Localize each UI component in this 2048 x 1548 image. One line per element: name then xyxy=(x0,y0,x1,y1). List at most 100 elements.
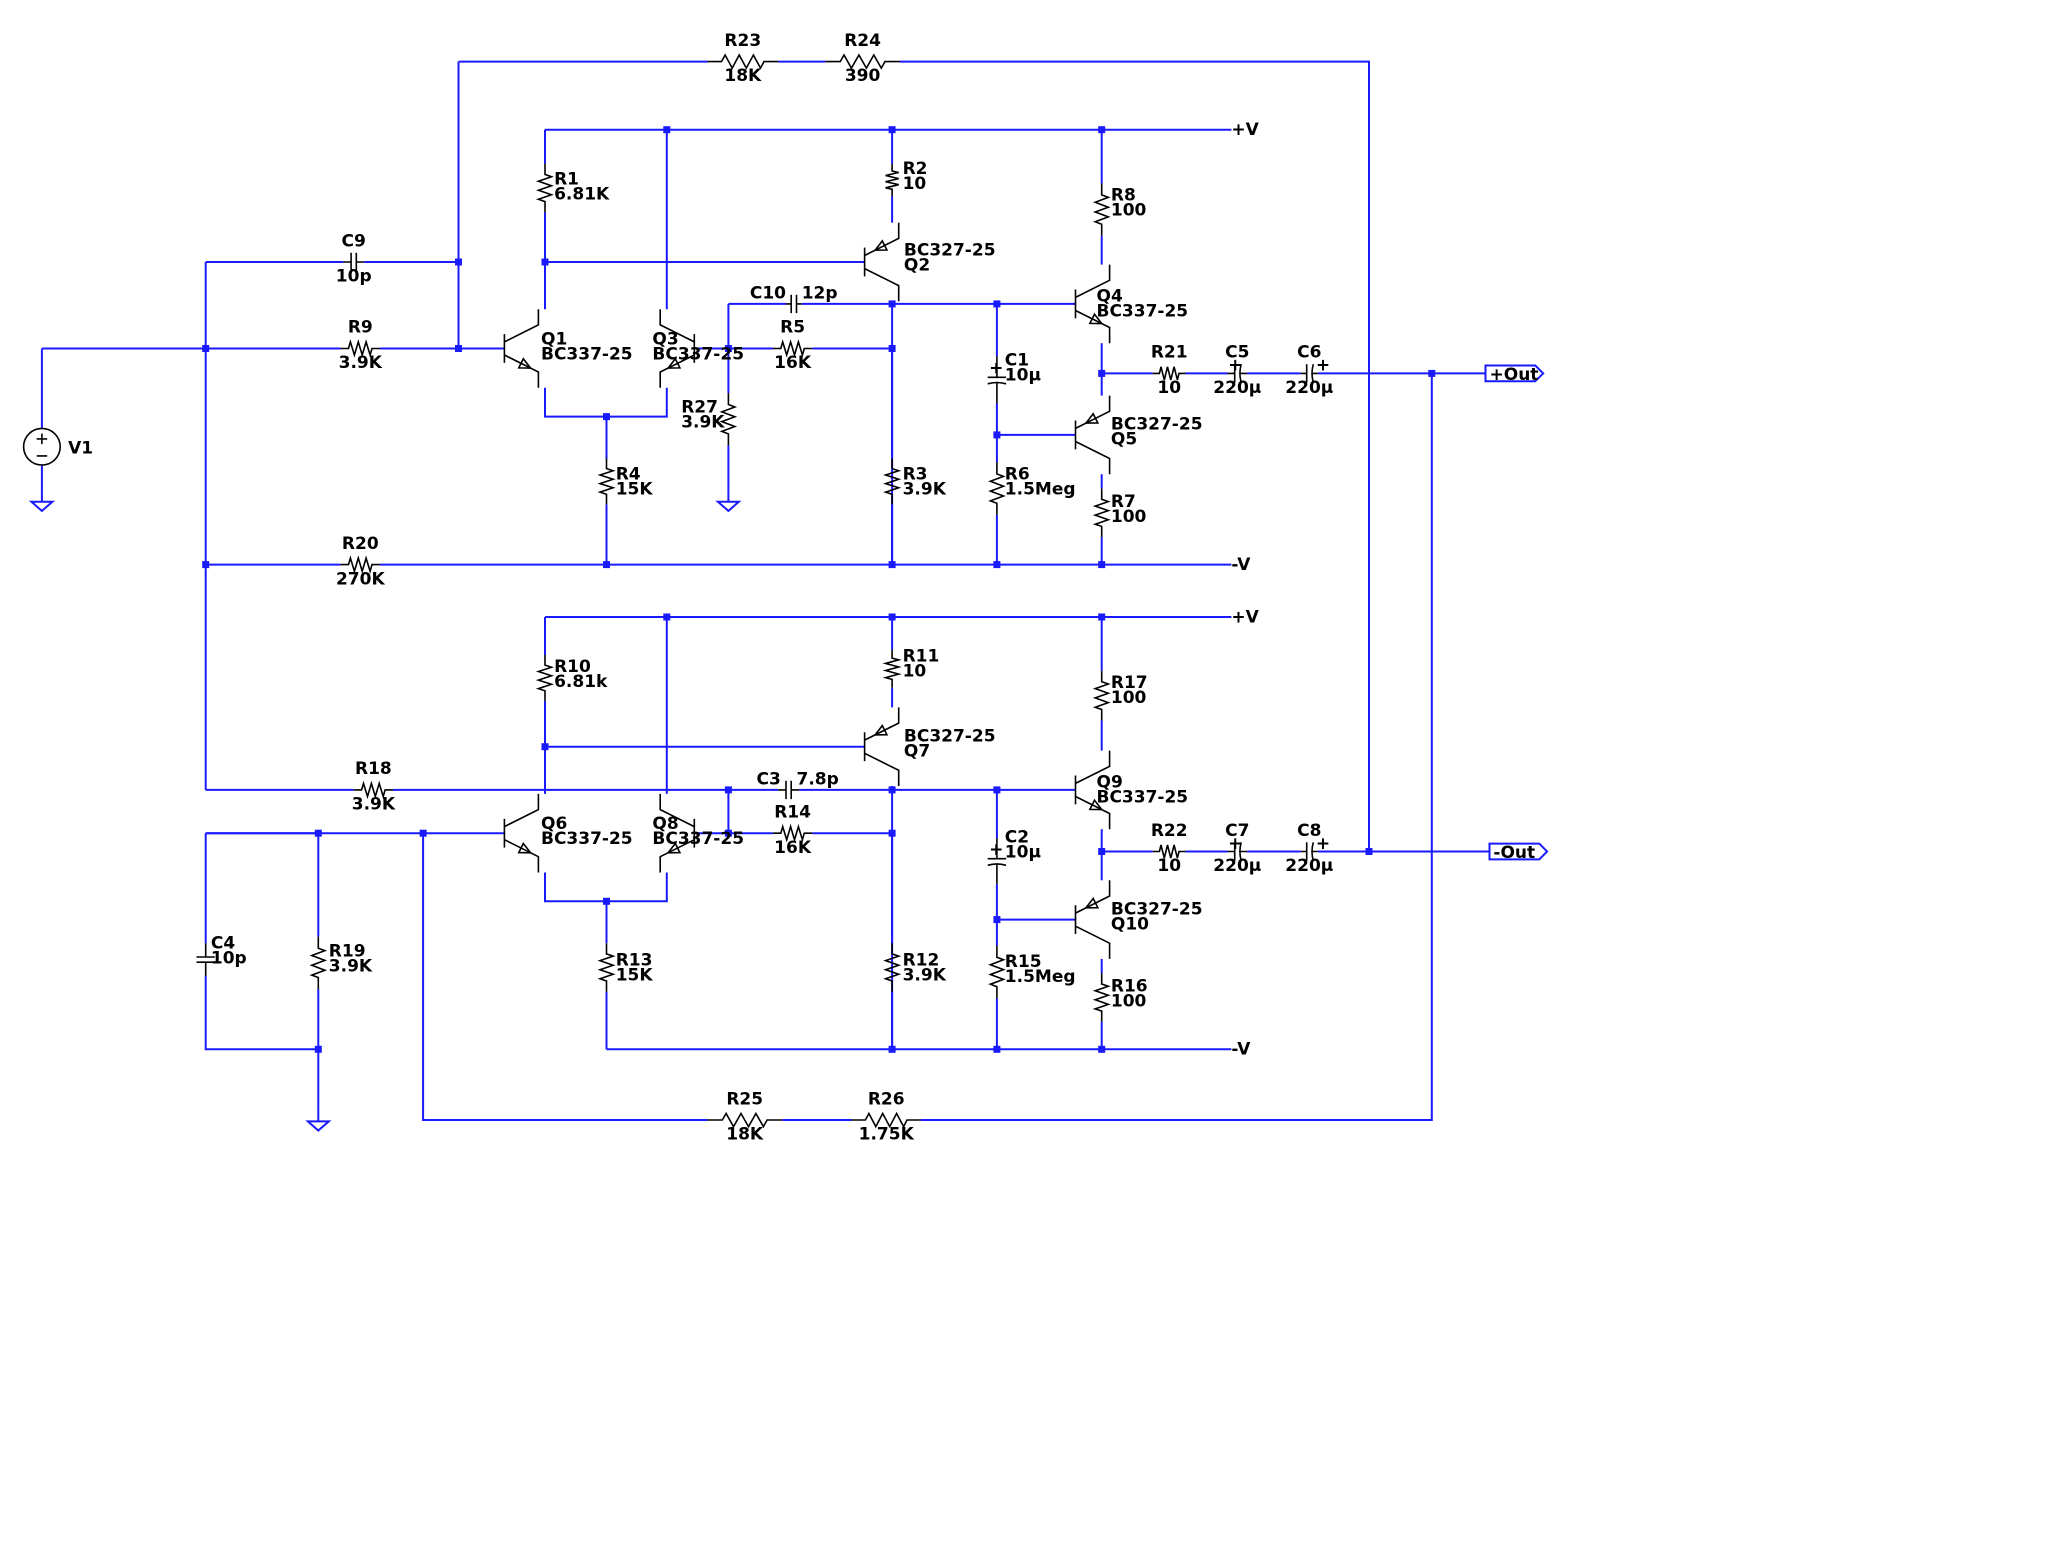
diff-tail-top xyxy=(544,387,668,418)
resistor-r20-ref: R20 xyxy=(342,534,379,554)
junction-dot xyxy=(993,916,1001,924)
resistor-r19-ref: R19 xyxy=(329,941,366,961)
resistor-r8-value: 100 xyxy=(1111,200,1147,220)
ground-symbol xyxy=(28,491,56,513)
transistor-q4-ref: Q4 xyxy=(1097,286,1123,306)
junction-dot xyxy=(888,345,896,352)
junction-dot xyxy=(314,829,322,837)
resistor-r2-ref: R2 xyxy=(903,159,928,179)
junction-dot xyxy=(888,613,896,621)
transistor-q8-model: BC337-25 xyxy=(652,829,744,849)
capacitor-c3-value: 7.8p xyxy=(797,770,839,790)
resistor-r25-ref: R25 xyxy=(726,1089,763,1109)
capacitor-c4-ref: C4 xyxy=(211,933,235,953)
resistor-r20: R20 270K xyxy=(336,534,385,589)
resistor-r4-value: 15K xyxy=(616,480,654,500)
resistor-r12-ref: R12 xyxy=(903,951,940,971)
junction-dot xyxy=(888,561,896,569)
junction-dot xyxy=(888,300,896,308)
resistor-r10-ref: R10 xyxy=(554,657,591,677)
out-pos-port-shape xyxy=(1484,364,1545,383)
resistor-r3: R33.9K xyxy=(883,458,947,505)
resistor-r7-value: 100 xyxy=(1111,507,1147,527)
resistor-r26-ref: R26 xyxy=(868,1089,905,1109)
resistor-r11-ref: R11 xyxy=(903,647,940,667)
junction-dot xyxy=(314,1045,322,1053)
resistor-r4-ref: R4 xyxy=(616,465,641,485)
resistor-r27-ref: R27 xyxy=(681,398,718,418)
resistor-r15-ref: R15 xyxy=(1005,952,1042,972)
capacitor-c10-value: 12p xyxy=(802,284,838,304)
resistor-r22-value: 10 xyxy=(1157,856,1181,876)
resistor-r19-value: 3.9K xyxy=(329,956,373,976)
junction-dot xyxy=(888,126,896,134)
resistor-r18-value: 3.9K xyxy=(352,795,396,815)
junction-dot xyxy=(1365,848,1373,855)
resistor-r14-value: 16K xyxy=(774,838,812,858)
resistor-r16-value: 100 xyxy=(1111,992,1147,1012)
resistor-r11-value: 10 xyxy=(903,662,927,682)
transistor-q9-model: BC337-25 xyxy=(1097,787,1189,807)
resistor-r23-value: 18K xyxy=(724,66,762,86)
resistor-r9-ref: R9 xyxy=(348,318,373,338)
resistor-r14-ref: R14 xyxy=(774,802,811,822)
resistor-r5-value: 16K xyxy=(774,353,812,373)
capacitor-c7-value: 220µ xyxy=(1213,856,1261,876)
junction-dot xyxy=(888,786,896,794)
junction-dot xyxy=(603,561,610,569)
transistor-q10-ref: Q10 xyxy=(1111,914,1149,934)
junction-dot xyxy=(993,300,1001,308)
c4-bottom xyxy=(204,976,319,1051)
capacitor-c6-ref: C6 xyxy=(1297,343,1321,363)
resistor-r9-value: 3.9K xyxy=(339,353,383,373)
resistor-r20-value: 270K xyxy=(336,569,385,589)
transistor-q1-model: BC337-25 xyxy=(541,345,633,365)
junction-dot xyxy=(603,897,610,905)
resistor-r17-ref: R17 xyxy=(1111,673,1148,693)
resistor-r14: R14 16K xyxy=(772,802,813,858)
resistor-r1-ref: R1 xyxy=(554,170,579,190)
junction-dot xyxy=(1098,1045,1106,1053)
transistor-q6-ref: Q6 xyxy=(541,814,567,834)
diff-tail-bottom xyxy=(544,872,668,903)
capacitor-c4-value: 10p xyxy=(211,948,247,968)
capacitor-c9-value: 10p xyxy=(336,267,372,287)
pos-rail-label-top: +V xyxy=(1231,120,1259,140)
junctions xyxy=(202,126,1436,1053)
transistor-q3-ref: Q3 xyxy=(652,330,678,350)
junction-dot xyxy=(724,786,732,794)
junction-dot xyxy=(603,413,610,421)
capacitor-c8-value: 220µ xyxy=(1285,856,1333,876)
transistor-q7-model: BC327-25 xyxy=(904,727,996,747)
resistor-r10-value: 6.81k xyxy=(554,672,608,692)
resistor-r1-value: 6.81K xyxy=(554,185,610,205)
transistor-q7-ref: Q7 xyxy=(904,742,930,762)
capacitor-c8-ref: C8 xyxy=(1297,821,1321,841)
junction-dot xyxy=(1098,126,1106,134)
transistor-q8-ref: Q8 xyxy=(652,814,678,834)
neg-rail-label-bottom: -V xyxy=(1231,1040,1251,1060)
out-neg-port-label: -Out xyxy=(1493,843,1535,863)
transistor-q2-ref: Q2 xyxy=(904,256,930,276)
transistor-q2-model: BC327-25 xyxy=(904,241,996,261)
junction-dot xyxy=(993,561,1001,569)
